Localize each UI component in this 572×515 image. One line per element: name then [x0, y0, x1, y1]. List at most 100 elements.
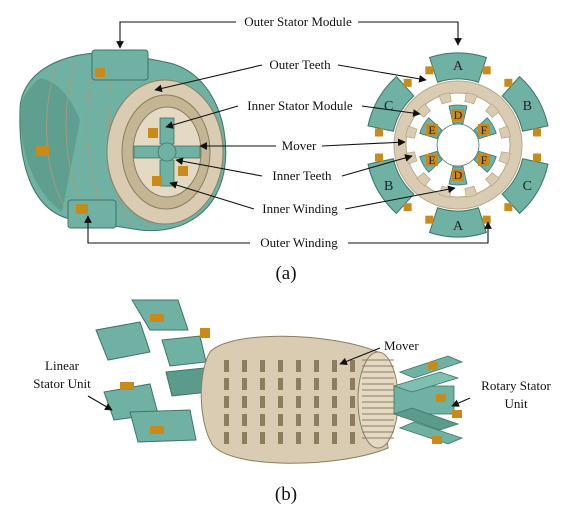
- mover-slot: [350, 396, 355, 408]
- inner-pole-label-1: D: [454, 108, 463, 122]
- mover-slot: [314, 396, 319, 408]
- mover-slot: [260, 396, 265, 408]
- mover-slot: [296, 432, 301, 444]
- outer-stator-module-bottom: [67, 199, 117, 229]
- outer-winding-top-1: [95, 68, 105, 77]
- panel-b-exploded-view: [95, 299, 464, 464]
- mover-tooth-3: [498, 125, 511, 139]
- mover-slot: [278, 378, 283, 390]
- outer-winding-3b: [504, 203, 513, 212]
- caption-a: (a): [275, 263, 296, 284]
- mover-slot: [260, 432, 265, 444]
- inner-winding-2: [178, 166, 188, 176]
- outer-stator-module-top: [91, 49, 149, 81]
- inner-winding-1: [452, 109, 464, 121]
- mover-slot: [242, 378, 247, 390]
- outer-winding-2a: [504, 78, 513, 87]
- outer-winding-1b: [482, 66, 491, 75]
- inner-pole-label-3: F: [481, 123, 488, 137]
- mover-slot: [260, 414, 265, 426]
- mover-slot: [296, 414, 301, 426]
- outer-winding-4b: [425, 215, 434, 224]
- rotary-stator-unit: [392, 355, 464, 445]
- label-outer-winding: Outer Winding: [260, 235, 338, 250]
- mover-slot: [278, 360, 283, 372]
- mover-slot: [242, 360, 247, 372]
- leader-lines-b: [87, 347, 471, 411]
- mover-slot: [332, 432, 337, 444]
- mover-slot: [314, 360, 319, 372]
- mover-slot: [260, 378, 265, 390]
- mover-slots: [224, 360, 355, 444]
- mover-slot: [332, 414, 337, 426]
- mover-slot: [332, 378, 337, 390]
- mover-slot: [350, 432, 355, 444]
- mover-slot: [278, 432, 283, 444]
- outer-winding-6b: [403, 78, 412, 87]
- inner-winding-6: [477, 154, 490, 166]
- inner-winding-2: [426, 124, 439, 136]
- mover-slot: [332, 360, 337, 372]
- panel-a-3d-motor: [19, 49, 227, 232]
- mover-slot: [224, 396, 229, 408]
- mover-tooth-10: [405, 125, 418, 139]
- label-rotary-stator-line2: Unit: [504, 396, 528, 411]
- outer-pole-label-6: C: [384, 99, 393, 114]
- outer-winding-4a: [482, 215, 491, 224]
- outer-pole-label-3: C: [523, 179, 532, 194]
- mover-slot: [296, 396, 301, 408]
- outer-stator-module-4: [428, 207, 488, 238]
- outer-stator-module-1: [428, 52, 488, 83]
- inner-pole-label-2: E: [428, 123, 435, 137]
- outer-pole-label-2: B: [523, 99, 532, 114]
- inner-winding-1: [148, 128, 158, 138]
- mover-slot: [242, 432, 247, 444]
- mover-slot: [314, 414, 319, 426]
- labels-a: Outer Stator Module Outer Teeth Inner St…: [244, 14, 353, 250]
- outer-winding-2b: [533, 128, 542, 137]
- inner-pole-label-5: E: [428, 153, 435, 167]
- mover-slot: [224, 414, 229, 426]
- mover-slot: [242, 396, 247, 408]
- inner-winding-5: [426, 154, 439, 166]
- label-outer-teeth: Outer Teeth: [269, 57, 331, 72]
- mover-tooth-4: [498, 151, 511, 165]
- inner-stator-bore: [436, 123, 480, 167]
- outer-winding-5a: [403, 203, 412, 212]
- mover-slot: [350, 378, 355, 390]
- outer-winding-3a: [533, 153, 542, 162]
- mover-tooth-2: [485, 103, 500, 118]
- inner-pole-label-4: D: [454, 168, 463, 182]
- label-inner-stator-module: Inner Stator Module: [247, 98, 353, 113]
- mover-slot: [350, 414, 355, 426]
- labels-b: Mover Linear Stator Unit Rotary Stator U…: [33, 338, 551, 411]
- inner-stator-module: [133, 117, 201, 187]
- mover-tooth-5: [485, 172, 500, 187]
- label-outer-stator-module: Outer Stator Module: [244, 14, 352, 29]
- mover-end-teeth: [362, 359, 394, 439]
- label-linear-stator-line2: Stator Unit: [33, 376, 91, 391]
- mover-tooth-1: [464, 92, 478, 105]
- outer-winding-6a: [374, 128, 383, 137]
- outer-winding-1a: [425, 66, 434, 75]
- mover-slot: [350, 360, 355, 372]
- inner-winding-3: [477, 124, 490, 136]
- caption-b: (b): [275, 484, 297, 505]
- mover-slot: [242, 414, 247, 426]
- label-linear-stator-line1: Linear: [45, 358, 80, 373]
- label-inner-teeth: Inner Teeth: [272, 168, 332, 183]
- mover-slot: [224, 360, 229, 372]
- inner-winding-4: [452, 169, 464, 181]
- outer-winding-5b: [374, 153, 383, 162]
- mover-tooth-6: [464, 185, 478, 198]
- mover-slot: [314, 378, 319, 390]
- outer-winding-left: [36, 146, 49, 156]
- leader-lines-a: [84, 21, 492, 244]
- mover-tooth-8: [416, 172, 431, 187]
- mover-slot: [296, 378, 301, 390]
- mover-slot: [332, 396, 337, 408]
- linear-stator-unit: [95, 299, 210, 443]
- mover-tooth-12: [438, 92, 452, 105]
- mover-slot: [260, 360, 265, 372]
